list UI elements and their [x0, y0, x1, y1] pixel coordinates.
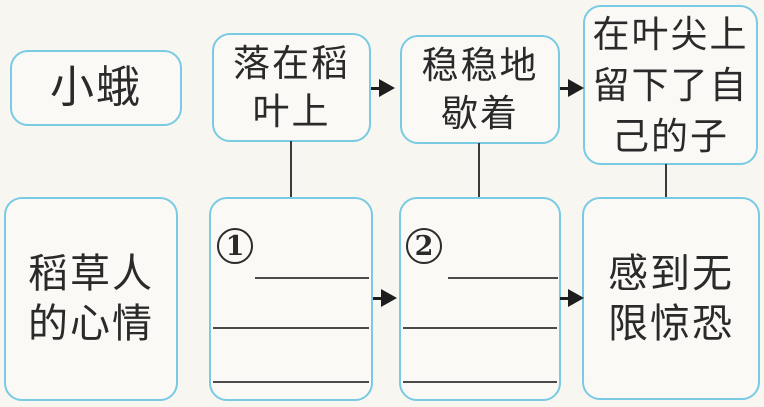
arrow-head — [379, 79, 395, 97]
flow-box-scarecrow-mood: 稻草人 的心情 — [4, 197, 178, 401]
step-land-line1: 落在稻 — [233, 41, 350, 85]
flow-box-blank-2: 2 — [399, 197, 561, 401]
step-rest-line2: 歇着 — [441, 91, 519, 135]
blank-line — [403, 381, 557, 383]
blank-line — [448, 277, 558, 279]
step-rest-line1: 稳稳地 — [421, 43, 539, 87]
flow-box-step-eggs: 在叶尖上 留下了自 己的子 — [583, 5, 758, 165]
step-eggs-line1: 在叶尖上 — [592, 12, 749, 56]
connector-line — [478, 143, 480, 198]
flow-box-step-land: 落在稻 叶上 — [212, 33, 371, 142]
blank-line — [213, 381, 369, 383]
connector-line — [665, 164, 667, 198]
flow-box-moth: 小蛾 — [10, 50, 182, 126]
flow-box-blank-1: 1 — [209, 197, 373, 401]
arrow-tail — [371, 86, 381, 90]
flow-box-terrified: 感到无 限惊恐 — [582, 197, 760, 400]
flow-box-step-rest: 稳稳地 歇着 — [400, 35, 560, 144]
blank-line — [213, 327, 369, 329]
step-land-line2: 叶上 — [252, 89, 331, 133]
arrow-head — [568, 289, 584, 307]
step-eggs-line2: 留下了自 — [592, 63, 749, 107]
scarecrow-mood-line1: 稻草人 — [28, 251, 154, 297]
arrow-right-icon — [560, 289, 584, 307]
step-eggs-line3: 己的子 — [612, 114, 729, 158]
terrified-line1: 感到无 — [608, 250, 734, 297]
connector-line — [290, 141, 292, 198]
circled-number-1: 1 — [217, 228, 253, 264]
arrow-head — [568, 79, 584, 97]
terrified-line2: 限惊恐 — [608, 300, 734, 347]
scarecrow-mood-line2: 的心情 — [28, 301, 154, 347]
arrow-head — [381, 289, 397, 307]
blank-line — [255, 277, 369, 279]
arrow-tail — [560, 86, 570, 90]
arrow-right-icon — [371, 79, 395, 97]
moth-label: 小蛾 — [50, 62, 142, 113]
blank-line — [403, 327, 557, 329]
arrow-tail — [373, 296, 383, 300]
arrow-right-icon — [373, 289, 397, 307]
circled-number-2: 2 — [406, 228, 442, 264]
arrow-tail — [560, 296, 570, 300]
arrow-right-icon — [560, 79, 584, 97]
